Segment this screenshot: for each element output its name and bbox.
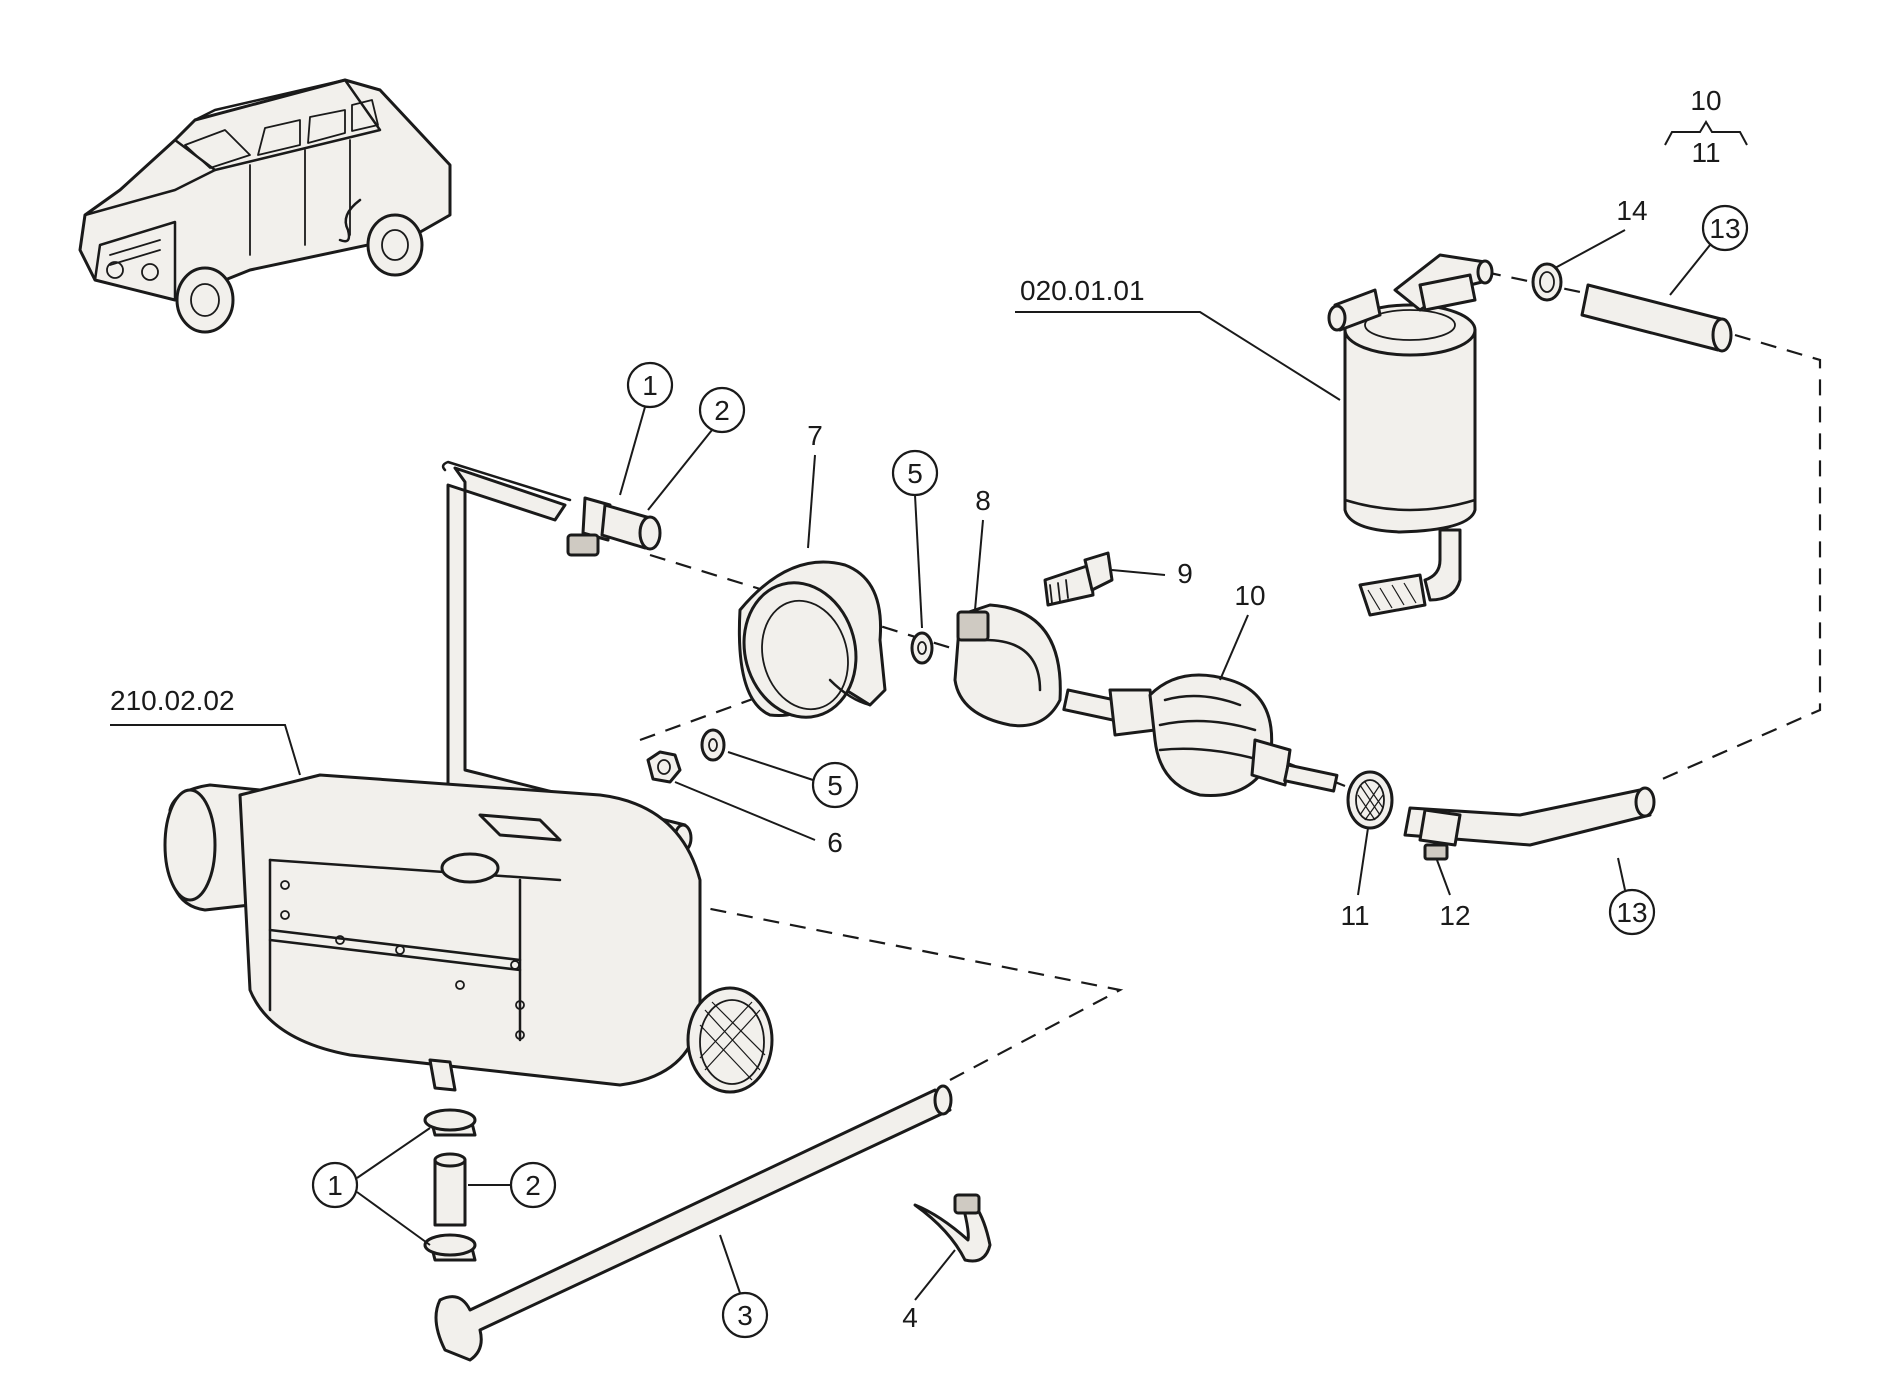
washer-bottom [700,728,726,762]
hose-upper [1580,283,1733,353]
fuel-filter-housing [1327,253,1494,617]
svg-text:6: 6 [827,827,843,858]
hose-clamp-upper [1531,262,1563,302]
callout-5-bottom: 5 [727,751,859,809]
svg-text:10: 10 [1234,580,1265,611]
svg-text:2: 2 [714,395,730,426]
ref-210-label: 210.02.02 [110,685,301,776]
mounting-band-clamp [737,560,887,719]
callout-5-top: 5 [891,449,939,629]
filter-screen [1346,770,1394,830]
svg-text:3: 3 [737,1300,753,1331]
svg-text:13: 13 [1616,897,1647,928]
ref-020-label: 020.01.01 [1015,275,1341,401]
callout-14: 14 [1554,195,1648,269]
callout-11: 11 [1340,827,1370,931]
ref-020-text: 020.01.01 [1020,275,1145,306]
callout-2-bottom: 2 [468,1161,557,1209]
strap-clamp [913,1193,992,1263]
svg-text:5: 5 [827,770,843,801]
callout-10: 10 [1219,580,1266,681]
bolt [1043,551,1114,607]
svg-text:4: 4 [902,1302,918,1333]
svg-text:1: 1 [327,1170,343,1201]
callout-7: 7 [807,420,823,549]
callout-1-bottom: 1 [311,1127,431,1246]
svg-text:7: 7 [807,420,823,451]
ref-210-text: 210.02.02 [110,685,235,716]
svg-text:12: 12 [1439,900,1470,931]
callout-13-bottom: 13 [1608,857,1656,936]
washer-top [910,631,934,665]
dosing-pump [1062,673,1339,798]
hex-nut [646,750,682,784]
callout-12: 12 [1436,859,1471,931]
svg-text:14: 14 [1616,195,1647,226]
bracket-reference: 10 11 [1664,85,1748,168]
air-heater-unit [163,773,774,1094]
svg-text:8: 8 [975,485,991,516]
svg-text:11: 11 [1340,900,1369,931]
lower-hose-assembly [423,1084,953,1362]
svg-text:2: 2 [525,1170,541,1201]
vehicle-icon [78,78,452,334]
lower-fuel-hose [1403,786,1656,861]
callout-6: 6 [674,781,843,858]
callout-2-top: 2 [647,386,746,511]
callout-3: 3 [719,1234,769,1339]
callout-1-top: 1 [619,361,674,496]
bracket-bottom-label: 11 [1691,137,1720,168]
svg-text:1: 1 [642,370,658,401]
svg-text:5: 5 [907,458,923,489]
pump-bracket [953,603,1062,728]
callout-9: 9 [1111,558,1193,589]
callout-8: 8 [974,485,991,611]
svg-text:13: 13 [1709,213,1740,244]
svg-text:9: 9 [1177,558,1193,589]
callout-13-top: 13 [1669,204,1749,296]
callout-4: 4 [902,1249,956,1333]
bracket-top-label: 10 [1690,85,1721,116]
